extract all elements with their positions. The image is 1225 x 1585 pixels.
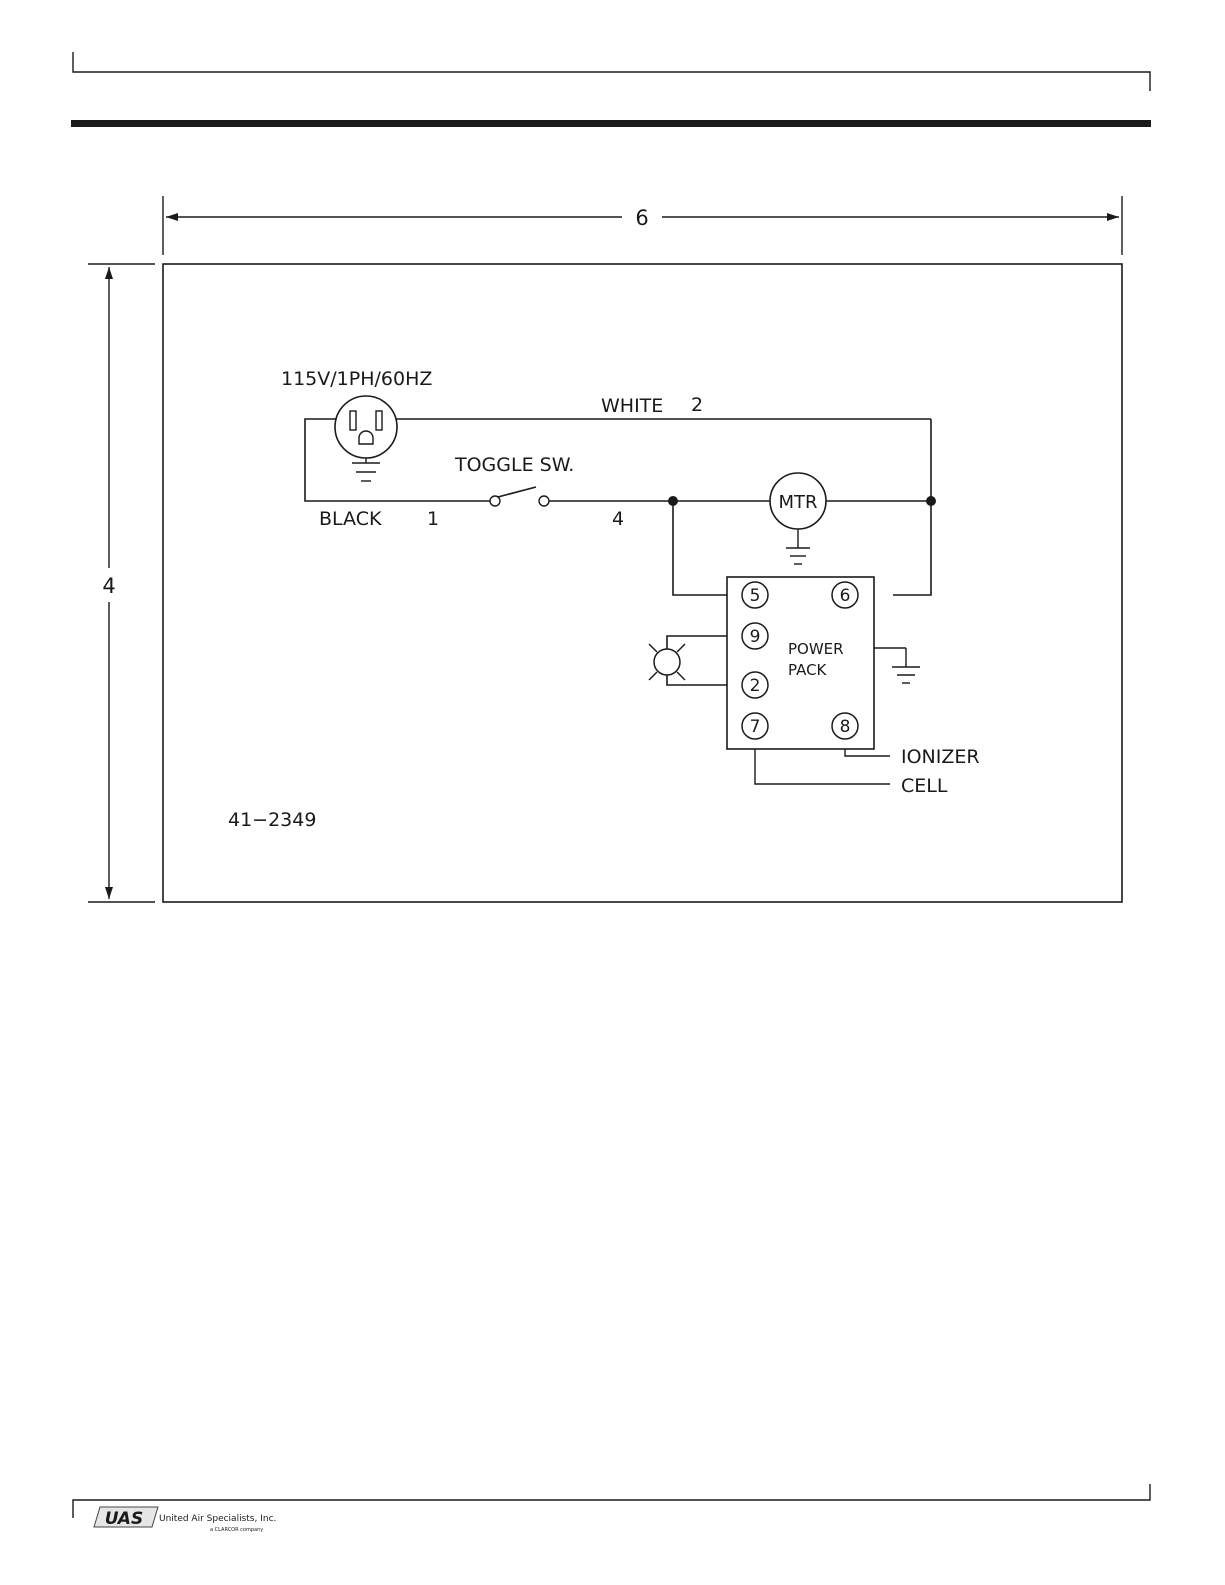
company-subtitle: a CLARCOR company	[210, 1527, 263, 1533]
receptacle-icon	[335, 396, 397, 458]
width-dimension: 6	[163, 196, 1122, 255]
power-pack-label-line2: PACK	[788, 661, 828, 679]
power-pack-label-line1: POWER	[788, 640, 844, 658]
height-dimension-label: 4	[102, 574, 115, 598]
junction-dot	[668, 496, 678, 506]
black-wire-label: BLACK	[319, 508, 382, 530]
toggle-switch-label: TOGGLE SW.	[454, 454, 574, 476]
motor-label: MTR	[778, 492, 817, 513]
terminal-8: 8	[840, 717, 851, 737]
white-wire-label: WHITE	[601, 395, 663, 417]
junction-dot	[926, 496, 936, 506]
width-dimension-label: 6	[635, 206, 648, 230]
motor-ground-icon	[786, 529, 810, 564]
motor-icon: MTR	[770, 473, 826, 529]
white-wire-number: 2	[691, 394, 703, 416]
terminal-7: 7	[750, 717, 761, 737]
indicator-light-icon	[649, 644, 685, 680]
drawing-number: 41−2349	[228, 809, 316, 831]
power-supply-label: 115V/1PH/60HZ	[281, 368, 432, 390]
cell-label: CELL	[901, 775, 948, 797]
ionizer-label: IONIZER	[901, 746, 980, 768]
footer-rule	[73, 1484, 1150, 1518]
switch-wire-number: 4	[612, 508, 624, 530]
toggle-switch-icon	[490, 487, 549, 506]
power-pack: POWER PACK 5 6 9 2 7 8	[727, 577, 874, 749]
diagram-frame	[163, 264, 1122, 902]
company-logo: UAS United Air Specialists, Inc. a CLARC…	[94, 1507, 276, 1533]
terminal-2: 2	[750, 676, 761, 696]
header-rule	[71, 52, 1151, 127]
company-name: United Air Specialists, Inc.	[159, 1514, 276, 1524]
logo-text: UAS	[105, 1509, 143, 1529]
height-dimension: 4	[88, 264, 155, 902]
terminal-5: 5	[750, 586, 761, 606]
terminal-6: 6	[840, 586, 851, 606]
terminal-9: 9	[750, 627, 761, 647]
black-wire-number: 1	[427, 508, 439, 530]
power-pack-ground-icon	[892, 667, 920, 683]
